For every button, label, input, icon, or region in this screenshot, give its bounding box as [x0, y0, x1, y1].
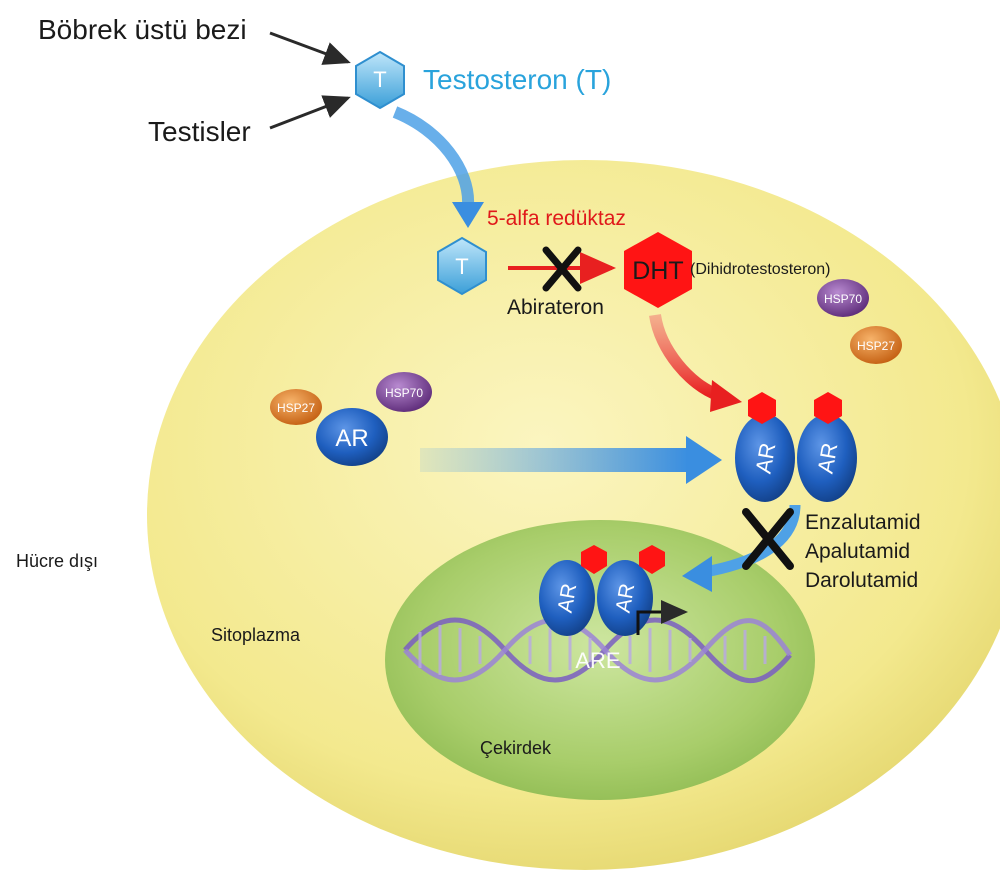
extracellular-label: Hücre dışı: [16, 551, 99, 571]
svg-text:AR: AR: [751, 441, 781, 475]
arrow-translocation-body: [420, 448, 688, 472]
svg-text:HSP70: HSP70: [385, 386, 423, 400]
hsp27-left: HSP27: [270, 389, 322, 425]
arrow-testes: [269, 95, 351, 130]
testes-label: Testisler: [148, 116, 251, 147]
antiandrogen-block-x: [742, 508, 794, 570]
dht-symbol: DHT: [632, 257, 683, 285]
arrow-testosterone-entry-head: [452, 202, 484, 228]
enzyme-label: 5-alfa redüktaz: [487, 207, 626, 230]
abiraterone-block-x: [542, 246, 582, 292]
transcription-arrow: [636, 600, 688, 635]
hsp70-left: HSP70: [376, 372, 432, 412]
svg-text:AR: AR: [612, 582, 640, 615]
nucleus-label: Çekirdek: [480, 738, 552, 758]
arrow-testosterone-entry: [392, 106, 475, 206]
svg-text:HSP27: HSP27: [857, 339, 895, 353]
testosterone-molecule-outside: T: [355, 50, 405, 110]
svg-text:AR: AR: [335, 425, 368, 452]
t-symbol-outside: T: [373, 67, 386, 92]
drug-label-3: Darolutamid: [805, 569, 919, 592]
arrow-nuclear-entry-head: [682, 556, 712, 592]
nucleus: [385, 520, 815, 800]
arrow-translocation-head: [686, 436, 722, 484]
hsp70-right: HSP70: [817, 279, 869, 317]
drug-label-1: Enzalutamid: [805, 511, 921, 534]
dht-full-label: (Dihidrotestosteron): [690, 261, 831, 278]
cytoplasm-label: Sitoplazma: [211, 625, 301, 645]
svg-text:HSP70: HSP70: [824, 292, 862, 306]
hsp27-right: HSP27: [850, 326, 902, 364]
abiraterone-label: Abirateron: [507, 296, 604, 319]
drug-label-2: Apalutamid: [805, 540, 911, 563]
adrenal-label: Böbrek üstü bezi: [38, 14, 247, 45]
arrow-dht-binding: [649, 313, 721, 401]
ar-dimer-nucleus: AR AR: [539, 545, 665, 636]
dna-helix: [403, 617, 793, 684]
t-symbol-inside: T: [455, 254, 468, 279]
testosterone-label: Testosteron (T): [423, 64, 612, 95]
dht-molecule: DHT: [624, 232, 692, 308]
svg-text:HSP27: HSP27: [277, 401, 315, 415]
are-label: ARE: [575, 648, 620, 673]
ar-dimer-cytoplasm: AR AR: [735, 392, 857, 502]
arrow-adrenal: [269, 31, 351, 65]
svg-text:AR: AR: [813, 441, 843, 475]
ar-free: AR: [316, 408, 388, 466]
svg-text:AR: AR: [554, 582, 582, 615]
testosterone-molecule-inside: T: [437, 236, 487, 296]
arrow-dht-binding-head: [710, 380, 742, 412]
